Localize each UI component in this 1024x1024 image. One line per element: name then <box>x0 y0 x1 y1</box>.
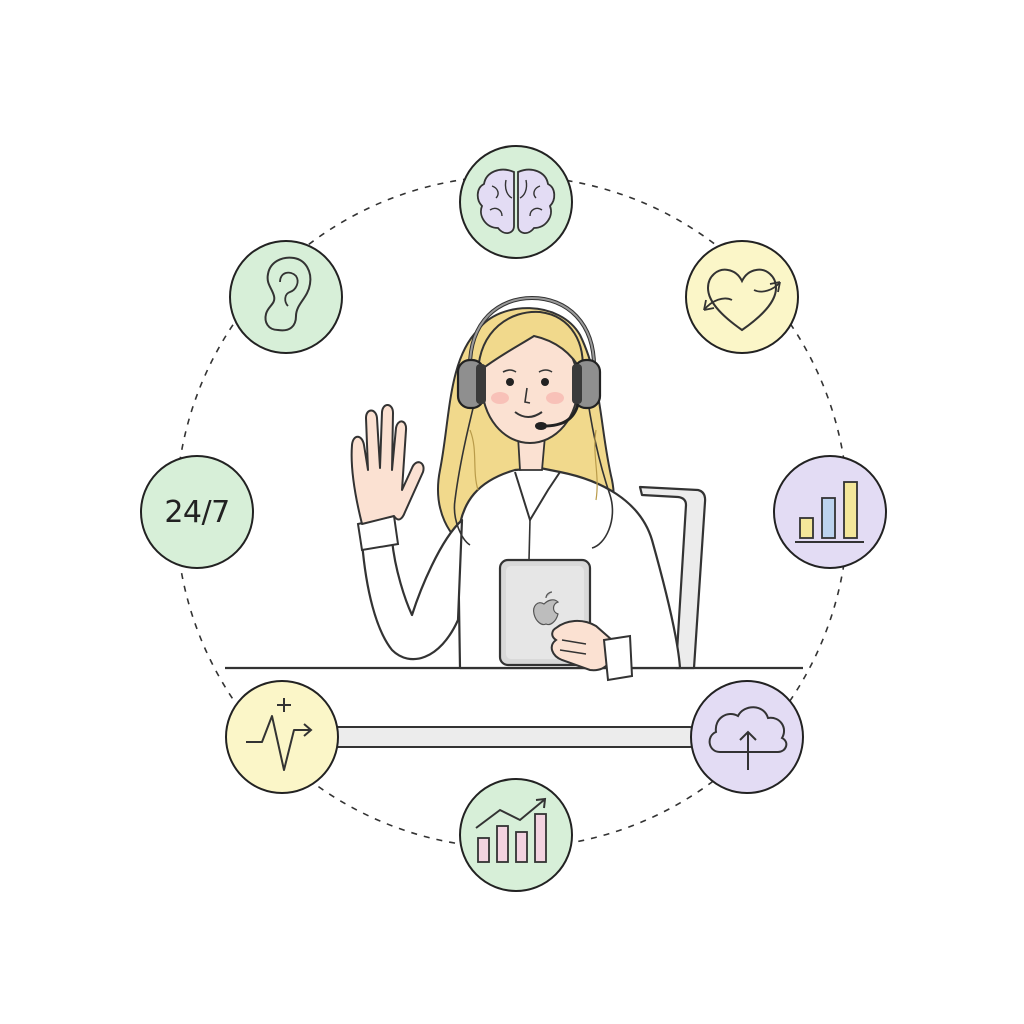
cloud-upload-icon <box>708 706 788 770</box>
headset-mic <box>543 403 580 428</box>
availability-label: 24/7 <box>164 494 230 530</box>
bar-chart-badge <box>773 455 887 569</box>
heart-badge <box>685 240 799 354</box>
right-eye <box>541 378 549 386</box>
heart-arrows-icon <box>703 268 781 332</box>
brain-icon <box>476 168 556 234</box>
bar-chart-icon <box>795 481 864 543</box>
left-eye <box>506 378 514 386</box>
brain-badge <box>459 145 573 259</box>
ear-icon <box>264 256 312 332</box>
growth-badge <box>459 778 573 892</box>
pulse-badge <box>225 680 339 794</box>
pulse-plus-icon <box>246 698 313 771</box>
ear-badge <box>229 240 343 354</box>
waving-hand <box>350 404 425 525</box>
growth-chart-icon <box>475 797 547 863</box>
availability-badge <box>140 455 254 569</box>
cloud-badge <box>690 680 804 794</box>
desk-panel <box>334 726 694 748</box>
person <box>350 295 682 682</box>
holding-hand <box>550 620 614 672</box>
